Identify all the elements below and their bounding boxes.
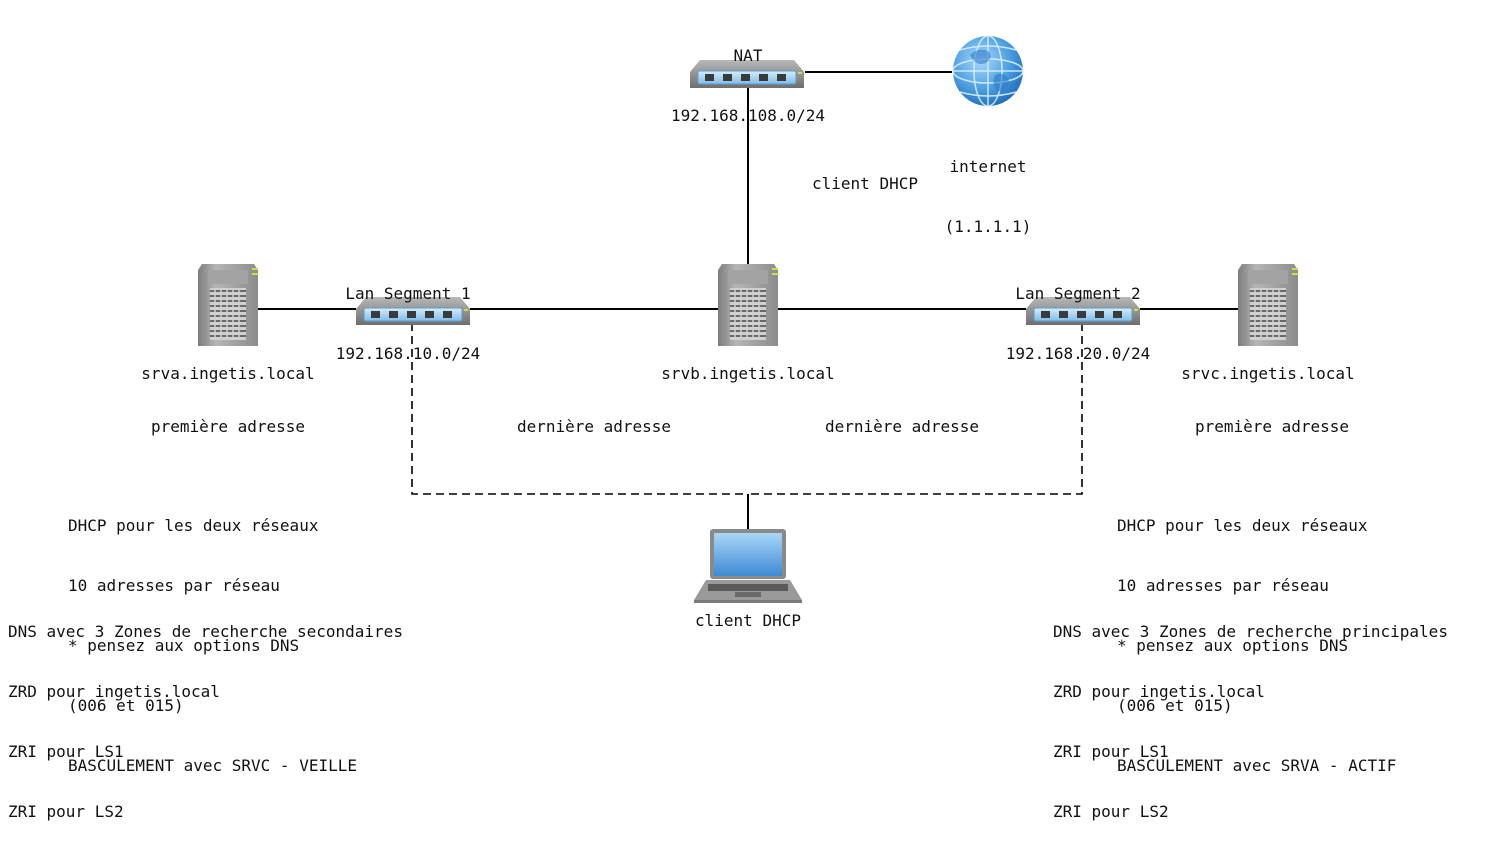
note-line: ZRI pour LS2 [8,802,124,821]
nat-name: NAT [733,46,763,65]
internet-ip: (1.1.1.1) [944,217,1032,236]
srvb-lan1-address-role: dernière adresse [516,417,672,436]
srvc-server-icon[interactable] [1237,263,1299,347]
srvb-lan2-address-role: dernière adresse [824,417,980,436]
nat-label: NAT 192.168.108.0/24 [648,6,848,146]
srvc-dns-notes: DNS avec 3 Zones de recherche principale… [1053,582,1448,842]
srvc-address-role: première adresse [1194,417,1350,436]
note-line: ZRD pour ingetis.local [1053,682,1265,701]
network-diagram [197,35,1299,603]
note-line: ZRD pour ingetis.local [8,682,220,701]
link-lan2-client-dashed [748,323,1083,495]
link-lan1-client-dashed [411,323,748,495]
internet-label: internet (1.1.1.1) [908,117,1068,257]
note-line: DHCP pour les deux réseaux [1117,516,1368,535]
srvc-hostname: srvc.ingetis.local [1181,364,1355,383]
note-line: ZRI pour LS1 [8,742,124,761]
srvb-wan-dhcp-label: client DHCP [812,174,918,193]
dashed-links [411,323,1083,495]
note-line: * pensez aux options DNS [68,636,300,655]
note-line: DNS avec 3 Zones de recherche secondaire… [8,622,403,641]
client-label: client DHCP [695,611,801,630]
nat-subnet: 192.168.108.0/24 [670,106,826,125]
note-line: * pensez aux options DNS [1117,636,1349,655]
srva-server-icon[interactable] [197,263,259,347]
srvb-hostname: srvb.ingetis.local [661,364,835,383]
lan2-subnet: 192.168.20.0/24 [1005,344,1151,363]
lan1-label: Lan Segment 1 192.168.10.0/24 [308,244,508,384]
lan1-subnet: 192.168.10.0/24 [335,344,481,363]
srvb-server-icon[interactable] [717,263,779,347]
note-line: ZRI pour LS1 [1053,742,1169,761]
internet-name: internet [949,157,1027,176]
srva-hostname: srva.ingetis.local [141,364,315,383]
lan2-label: Lan Segment 2 192.168.20.0/24 [978,244,1178,384]
client-laptop-icon[interactable] [694,529,802,603]
note-line: ZRI pour LS2 [1053,802,1169,821]
srva-dns-notes: DNS avec 3 Zones de recherche secondaire… [8,582,403,842]
note-line: DNS avec 3 Zones de recherche principale… [1053,622,1448,641]
note-line: 10 adresses par réseau [68,576,280,595]
note-line: 10 adresses par réseau [1117,576,1329,595]
note-line: DHCP pour les deux réseaux [68,516,319,535]
links [258,71,1240,532]
lan2-name: Lan Segment 2 [1015,284,1141,303]
lan1-name: Lan Segment 1 [345,284,471,303]
internet-globe-icon[interactable] [952,35,1024,107]
srva-address-role: première adresse [150,417,306,436]
